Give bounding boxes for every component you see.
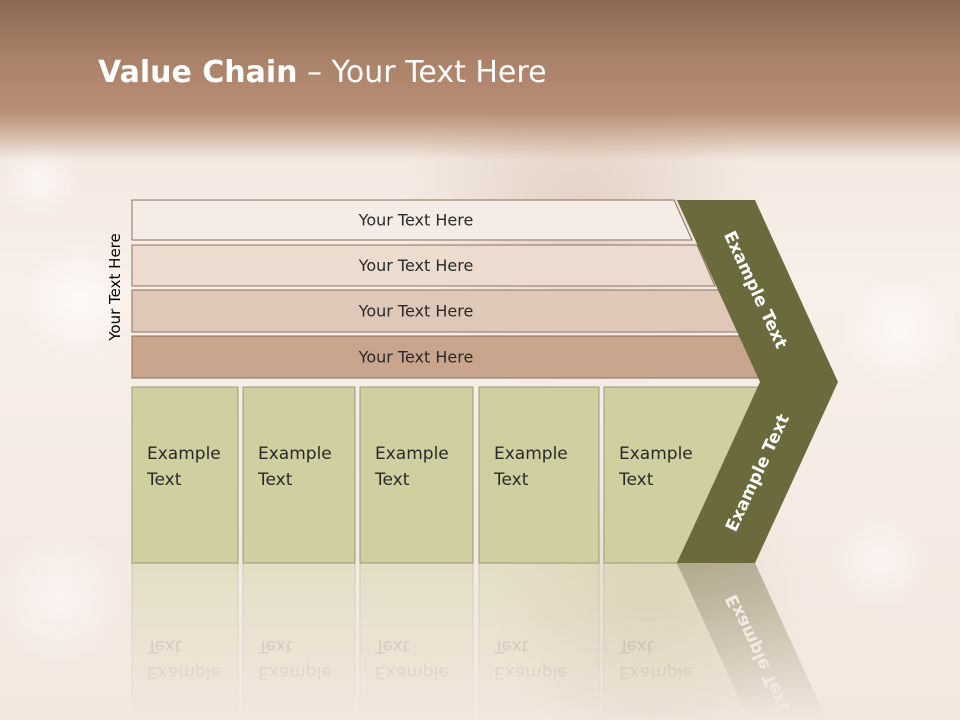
activity-box-reflection-label-4-line1: Example [494, 662, 568, 682]
activity-box-label-1-line2: Text [146, 470, 182, 490]
activity-box-reflection-label-2-line1: Example [258, 662, 332, 682]
activity-box-reflection-label-5-line2: Text [618, 636, 654, 656]
slide-title: Value Chain – Your Text Here [98, 55, 547, 90]
activity-box-reflection-3: Example Text [359, 562, 474, 720]
activity-box-label-4-line2: Text [493, 470, 529, 490]
activity-box-reflection-label-1-line2: Text [146, 636, 182, 656]
activity-box-reflection-shape-1 [131, 562, 239, 720]
activity-box-reflection-label-4-line2: Text [493, 636, 529, 656]
value-bar-label-1: Your Text Here [358, 211, 474, 230]
value-bar-label-2: Your Text Here [358, 256, 474, 275]
activity-box-reflection-4: Example Text [478, 562, 600, 720]
activity-box-reflection-label-2-line2: Text [257, 636, 293, 656]
activity-box-label-4-line1: Example [494, 444, 568, 464]
activity-box-label-3-line2: Text [374, 470, 410, 490]
value-bar-label-3: Your Text Here [358, 302, 474, 321]
activity-box-reflection-shape-2 [242, 562, 356, 720]
activity-box-label-1-line1: Example [147, 444, 221, 464]
activity-box-reflection-label-3-line2: Text [374, 636, 410, 656]
activity-box-label-5-line1: Example [619, 444, 693, 464]
activity-box-1 [131, 386, 239, 564]
value-bar-2 [131, 244, 716, 287]
activity-box-label-3-line1: Example [375, 444, 449, 464]
value-bar-1 [131, 199, 693, 241]
activity-box-2 [242, 386, 356, 564]
activity-box-reflection-label-5-line1: Example [619, 662, 693, 682]
chevron-reflection-shape [677, 563, 827, 720]
activity-box-reflection-label-3-line1: Example [375, 662, 449, 682]
activity-box-reflection-2: Example Text [242, 562, 356, 720]
activity-box-reflection-label-1-line1: Example [147, 662, 221, 682]
activity-box-reflection-shape-4 [478, 562, 600, 720]
reflection: ExampleTextExampleTextExampleTextExample… [131, 562, 827, 720]
chevron-arrow [677, 200, 838, 563]
title-bold: Value Chain [98, 55, 298, 90]
activity-box-3 [359, 386, 474, 564]
activity-box-reflection-shape-3 [359, 562, 474, 720]
activity-box-label-2-line2: Text [257, 470, 293, 490]
value-bar-label-4: Your Text Here [358, 348, 474, 367]
activity-box-4 [478, 386, 600, 564]
title-rest: – Your Text Here [297, 55, 547, 90]
activity-box-label-5-line2: Text [618, 470, 654, 490]
header-band [0, 0, 960, 160]
activity-box-reflection-1: Example Text [131, 562, 239, 720]
activity-box-label-2-line1: Example [258, 444, 332, 464]
